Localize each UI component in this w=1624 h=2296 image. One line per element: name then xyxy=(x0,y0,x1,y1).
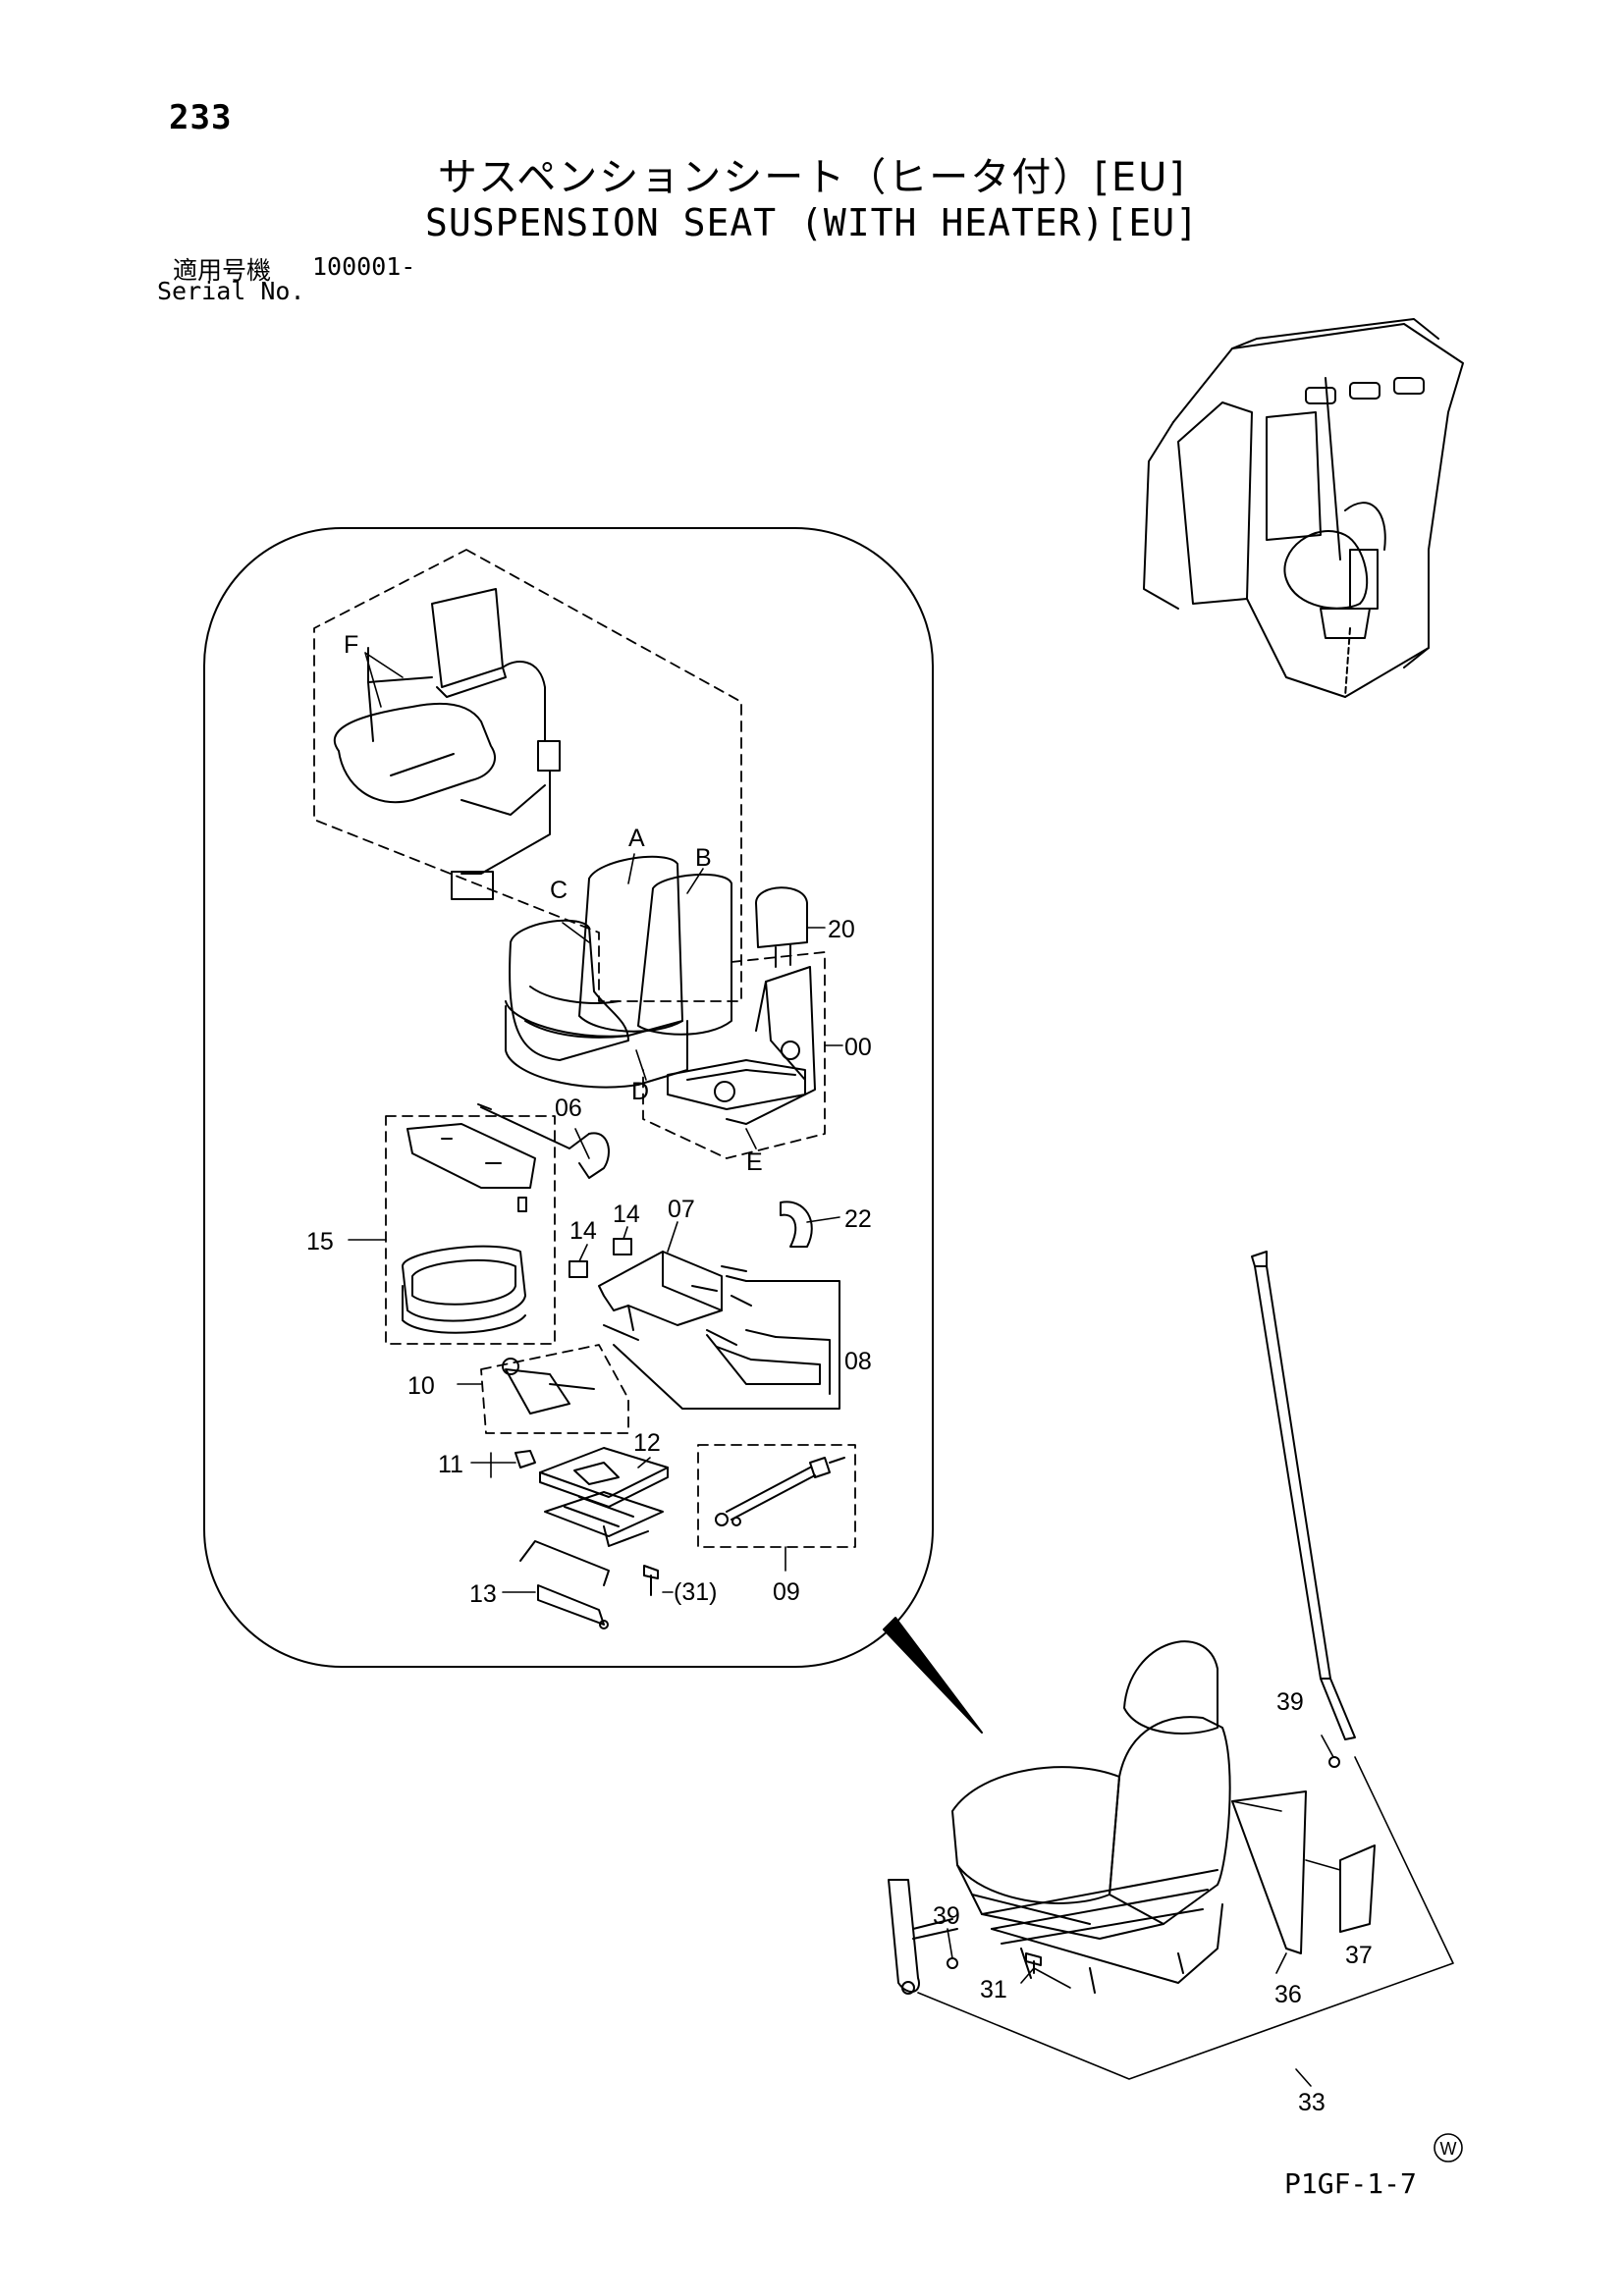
cab-location-thumbnail xyxy=(1143,318,1464,698)
seat-bracket-group xyxy=(568,1238,747,1331)
adjust-lever xyxy=(519,1540,659,1629)
callout-d: D xyxy=(631,1078,649,1105)
callout-labels: F A B C D E 20 00 06 22 15 14 14 07 08 1… xyxy=(306,631,1373,2116)
callout-a: A xyxy=(628,825,645,852)
seat-cushions xyxy=(505,855,732,1089)
seat-frame-group xyxy=(642,886,826,1159)
callout-14-left: 14 xyxy=(569,1217,597,1245)
callout-09: 09 xyxy=(773,1578,800,1606)
callout-22: 22 xyxy=(844,1205,872,1233)
suspension-unit xyxy=(514,1447,669,1547)
callout-08: 08 xyxy=(844,1348,872,1375)
callout-14-right: 14 xyxy=(613,1201,640,1228)
callout-c: C xyxy=(550,877,568,904)
serial-label-japanese: 適用号機 xyxy=(173,256,272,285)
callout-00: 00 xyxy=(844,1034,872,1061)
title-english: SUSPENSION SEAT (WITH HEATER)[EU] xyxy=(425,201,1199,244)
callout-15: 15 xyxy=(306,1228,334,1255)
callout-33: 33 xyxy=(1298,2089,1326,2116)
gas-spring-group xyxy=(697,1444,856,1548)
callout-11: 11 xyxy=(438,1451,463,1478)
callout-07: 07 xyxy=(668,1196,695,1223)
detail-pointer-arrow xyxy=(883,1617,983,1734)
lever-cable xyxy=(477,1103,610,1179)
leader-lines xyxy=(348,652,1454,2087)
callout-f: F xyxy=(344,631,358,659)
seat-heater-group xyxy=(313,549,742,1002)
circled-w-mark: W xyxy=(1434,2133,1463,2163)
callout-e: E xyxy=(746,1148,763,1176)
callout-31-parenthesized: (31) xyxy=(674,1578,717,1606)
callout-b: B xyxy=(695,844,712,872)
title-japanese: サスペンションシート（ヒータ付）[EU] xyxy=(437,155,1187,200)
strap-part xyxy=(780,1201,813,1248)
callout-13: 13 xyxy=(469,1580,497,1608)
page-code: P1GF-1-7 xyxy=(1284,2167,1417,2200)
assembled-seat xyxy=(888,1251,1376,1995)
spring-parts xyxy=(603,1275,840,1410)
seat-slide-group xyxy=(385,1115,556,1345)
detail-frame xyxy=(203,527,934,1668)
callout-31: 31 xyxy=(980,1976,1007,2003)
callout-36: 36 xyxy=(1274,1981,1302,2008)
serial-number-value: 100001- xyxy=(312,252,416,281)
page-number: 233 xyxy=(169,98,233,137)
callout-12: 12 xyxy=(633,1429,661,1457)
callout-39-right: 39 xyxy=(1276,1688,1304,1716)
callout-10: 10 xyxy=(407,1372,435,1400)
serial-label-english: Serial No. xyxy=(157,277,305,305)
callout-20: 20 xyxy=(828,916,855,943)
damper-group xyxy=(480,1344,629,1434)
callout-06: 06 xyxy=(555,1095,582,1122)
callout-39-left: 39 xyxy=(933,1902,960,1930)
svg-text:W: W xyxy=(1440,2139,1457,2159)
callout-37: 37 xyxy=(1345,1942,1373,1969)
